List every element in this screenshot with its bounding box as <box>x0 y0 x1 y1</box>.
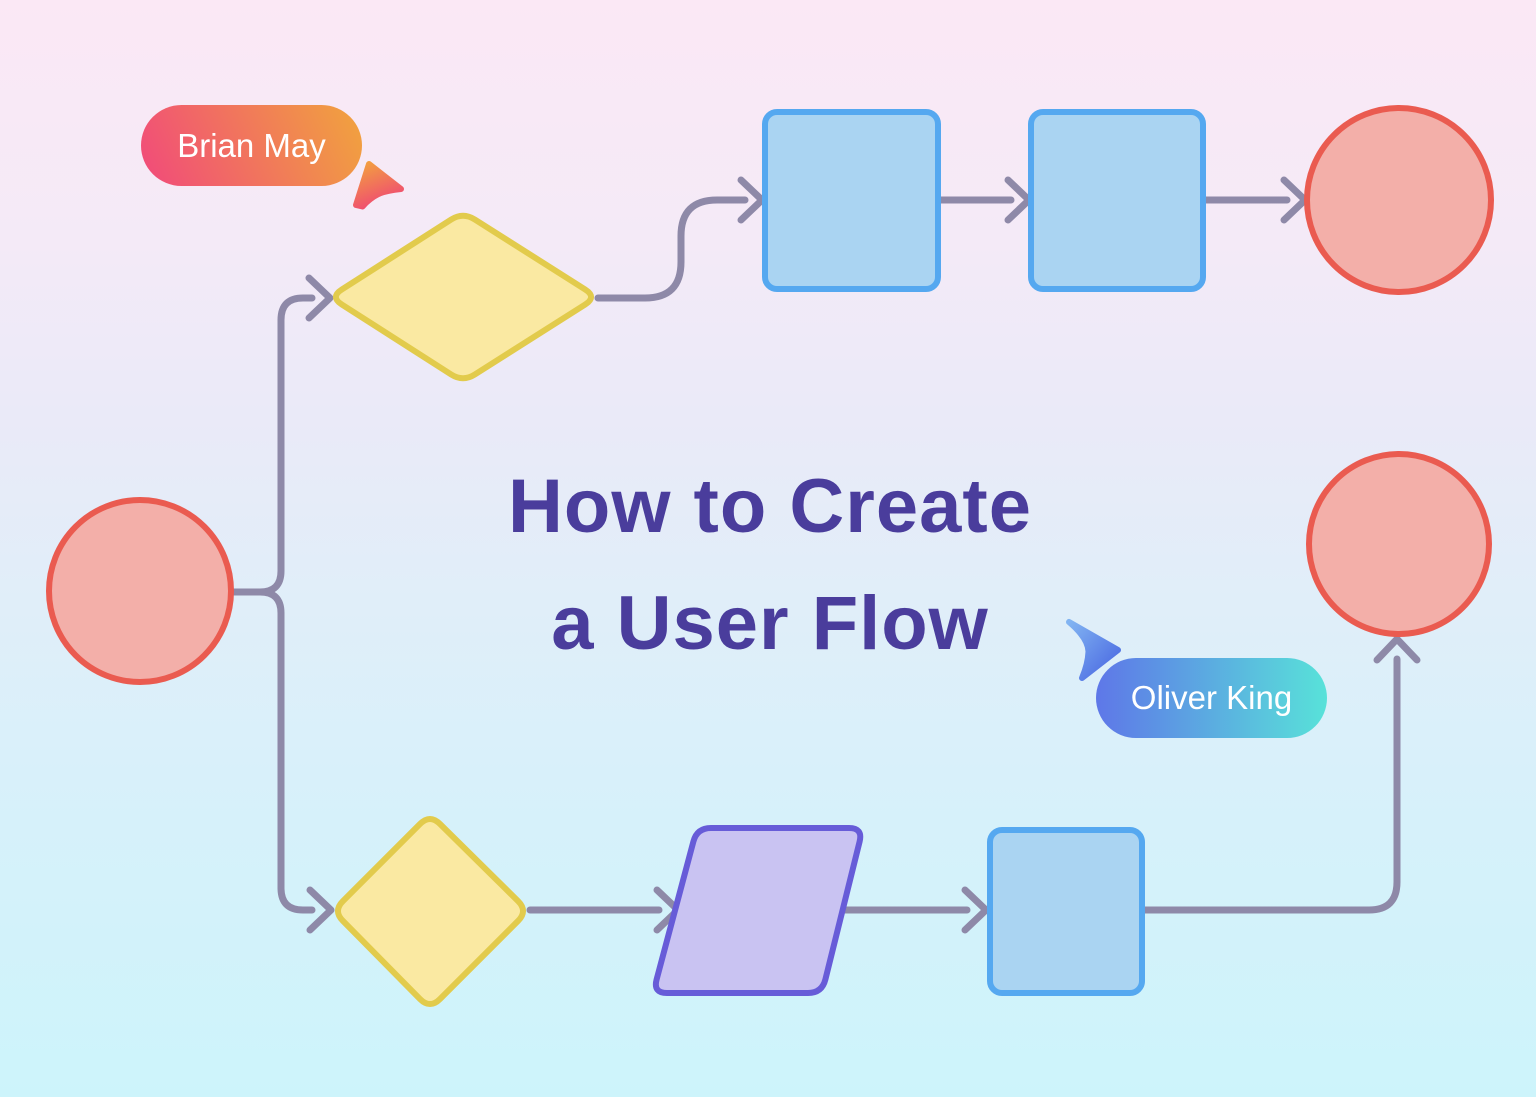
arrowhead-into-decision-1 <box>305 274 334 322</box>
page-title: How to Create a User Flow <box>370 448 1170 682</box>
process-1-rect <box>762 109 941 292</box>
oliver-cursor-icon <box>1066 619 1121 681</box>
process-2-rect <box>1028 109 1206 292</box>
arrowhead-into-process-3 <box>961 886 990 934</box>
collaborator-badge-brian: Brian May <box>141 105 362 186</box>
collaborator-badge-oliver: Oliver King <box>1096 658 1327 738</box>
collaborator-name-brian: Brian May <box>177 126 326 164</box>
brian-cursor-icon <box>353 161 404 210</box>
collaborator-name-oliver: Oliver King <box>1130 679 1293 716</box>
connector-decision-1-to-process-1 <box>594 196 749 302</box>
end-terminal-top-circle <box>1304 105 1494 295</box>
arrowhead-into-decision-2 <box>306 886 335 934</box>
connector-process-3-to-end-2 <box>1141 655 1401 914</box>
title-line-1: How to Create <box>508 464 1032 549</box>
input-output-parallelogram <box>652 825 864 996</box>
connector-start-to-decision-2 <box>230 588 316 914</box>
process-3-rect <box>987 827 1145 996</box>
connector-start-to-decision-1 <box>230 294 316 596</box>
decision-1-diamond <box>332 212 595 382</box>
start-terminal-circle <box>46 497 234 685</box>
arrowhead-into-end-2 <box>1373 635 1421 664</box>
end-terminal-bottom-circle <box>1306 451 1492 637</box>
title-line-2: a User Flow <box>551 581 989 666</box>
decision-2-diamond <box>334 815 527 1008</box>
